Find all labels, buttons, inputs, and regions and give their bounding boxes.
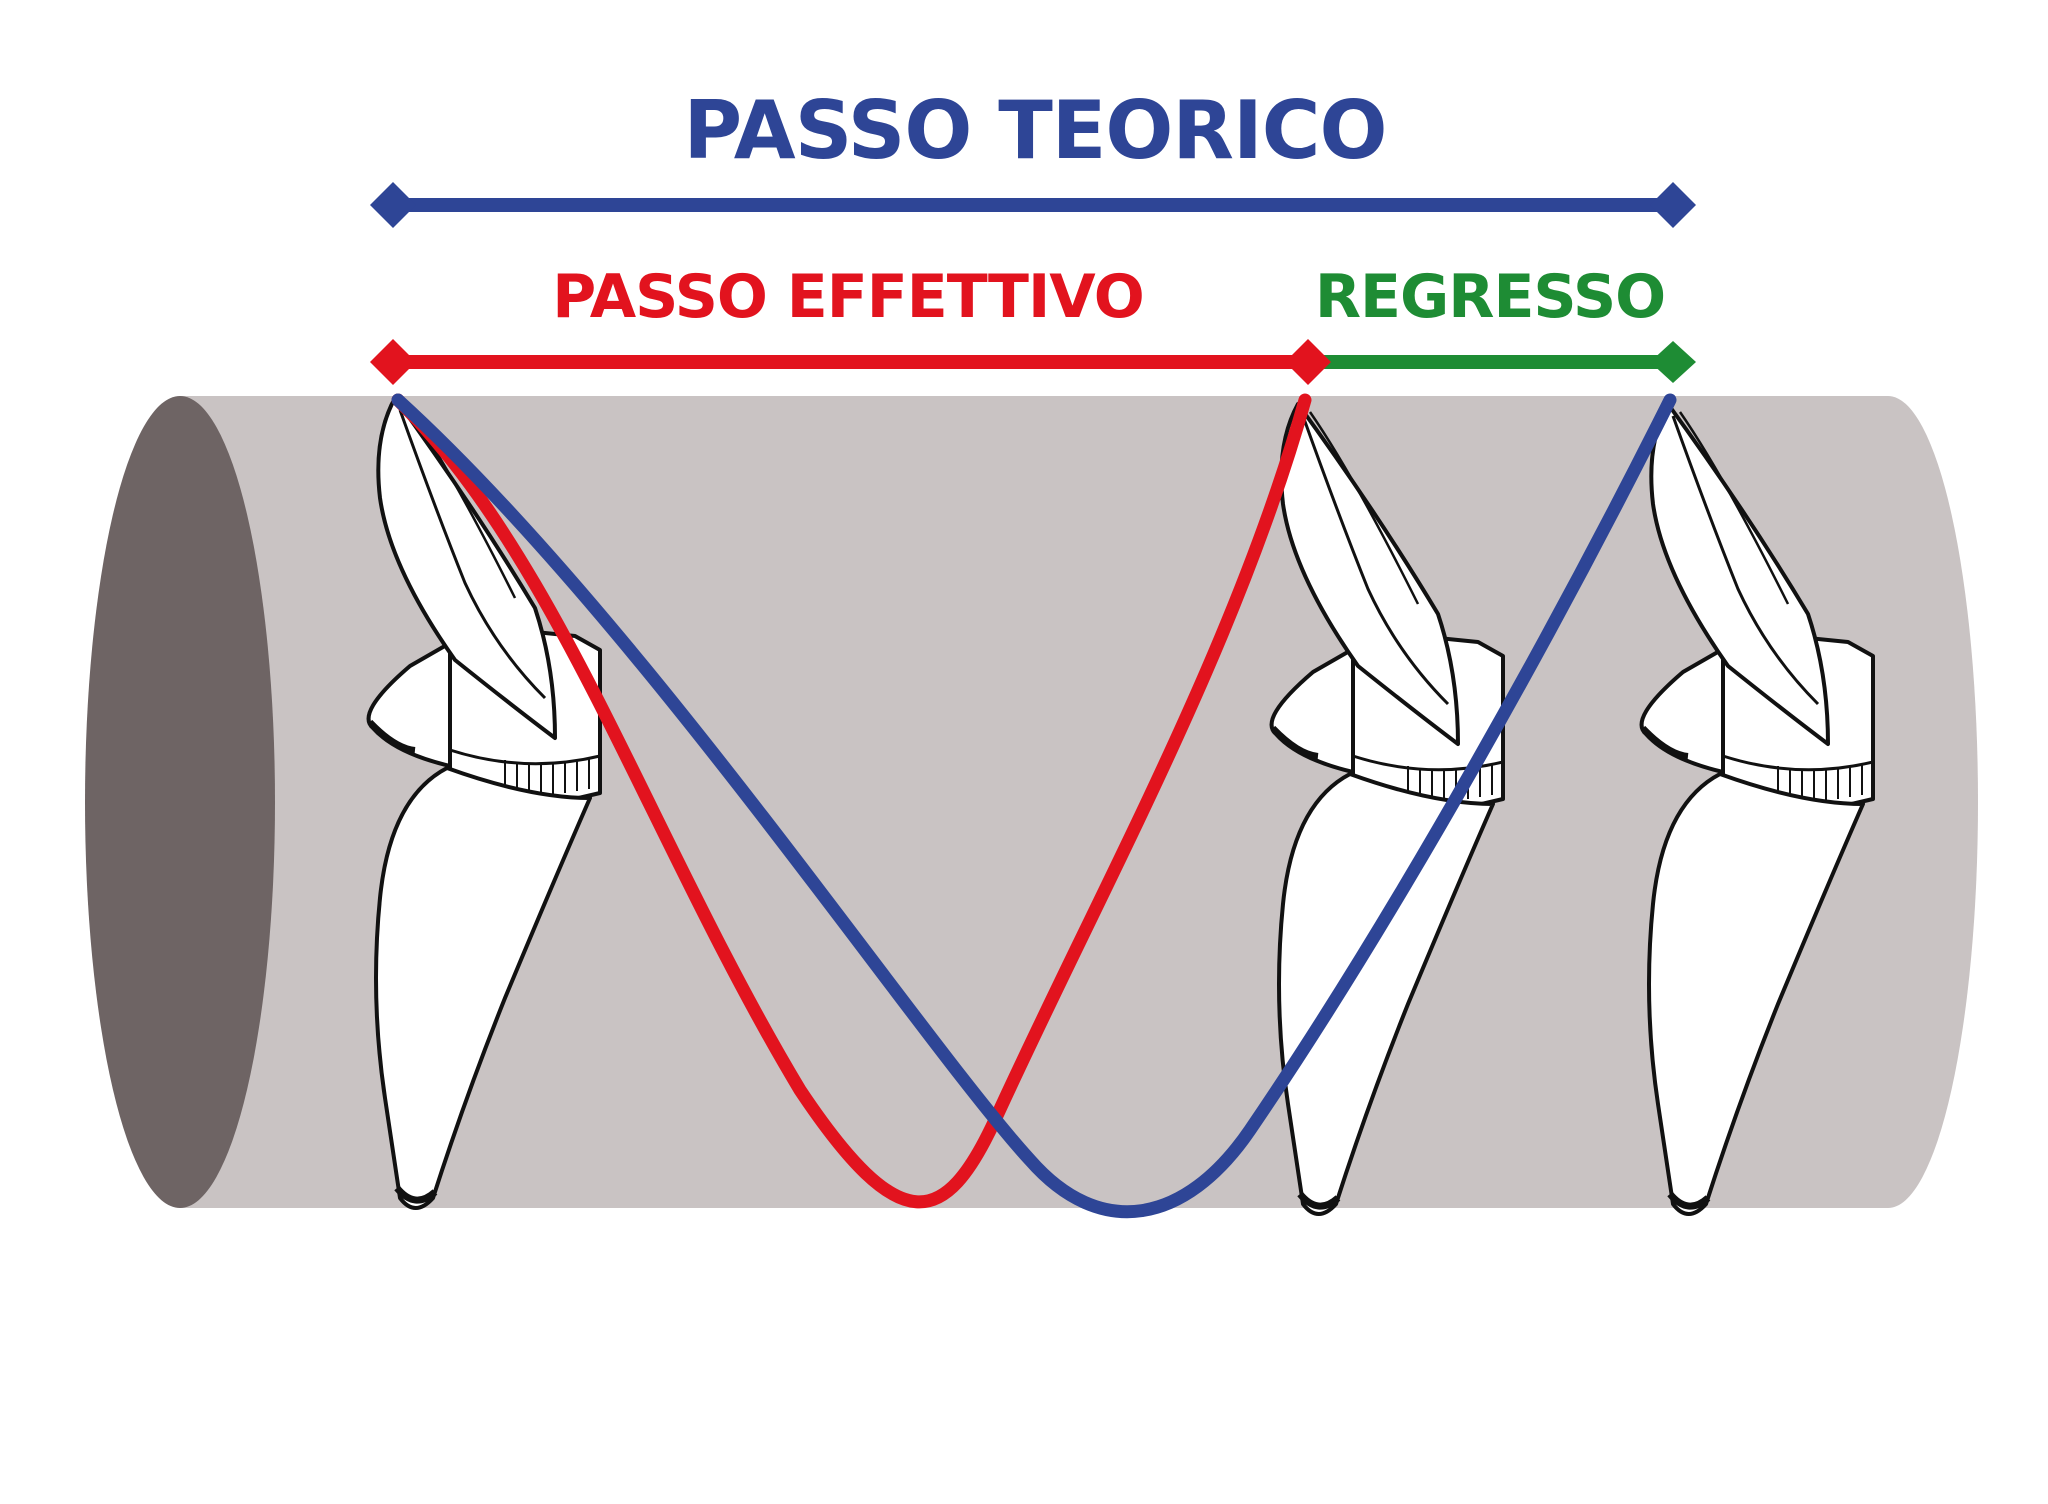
slip-label: REGRESSO [1315,262,1665,332]
cylinder-end [85,396,275,1208]
slip-dimension [1285,339,1696,385]
theoretical-pitch-label: PASSO TEORICO [683,84,1386,177]
theoretical-pitch-curve [391,393,1677,1219]
effective-pitch-label: PASSO EFFETTIVO [552,262,1143,332]
cylinder-body [180,396,1978,1208]
effective-pitch-curve [391,393,1312,1209]
effective-pitch-dimension [370,339,1310,385]
theoretical-pitch-dimension [370,182,1696,228]
cylinder [85,396,1978,1208]
